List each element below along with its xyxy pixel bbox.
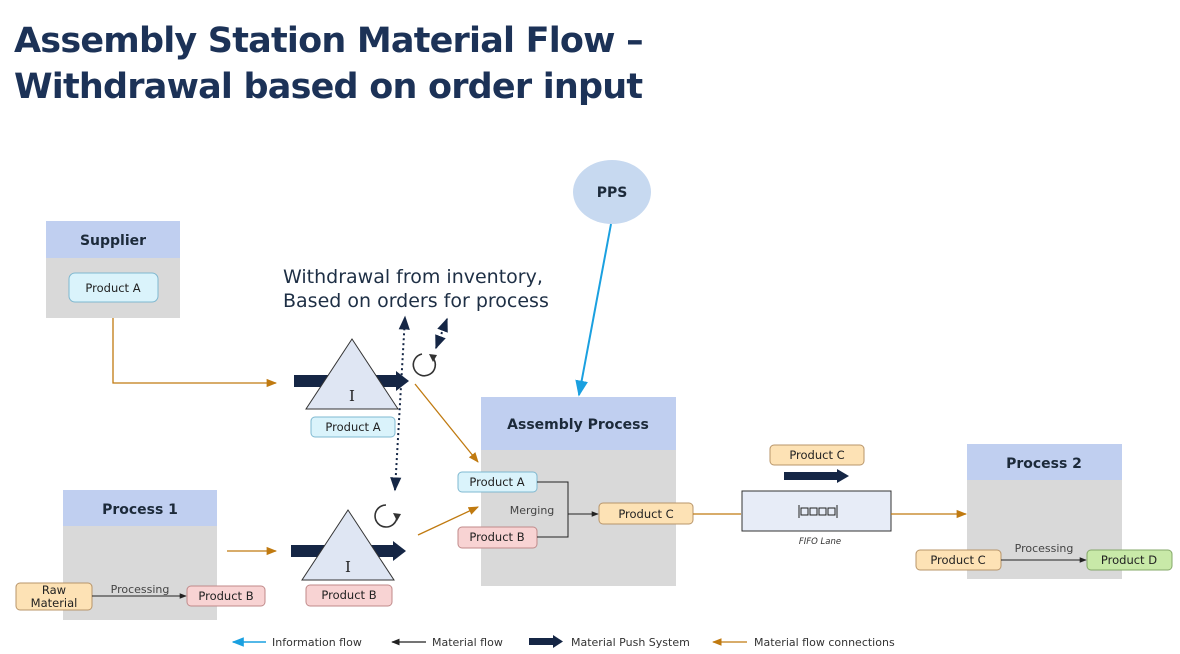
- process-1-product-label: Product B: [198, 589, 253, 603]
- fifo-product-label: Product C: [789, 448, 844, 462]
- page-title-line-2: Withdrawal based on order input: [14, 67, 643, 107]
- inventory-symbol-bottom: I: [345, 558, 351, 576]
- legend-connections-label: Material flow connections: [754, 636, 895, 649]
- merge-bracket: [537, 481, 569, 538]
- inventory-bottom-connection-arrow: [417, 506, 479, 536]
- inventory-bottom-product-label: Product B: [321, 588, 376, 602]
- legend-material-flow-label: Material flow: [432, 636, 503, 649]
- fifo-lane-icon: [798, 505, 838, 518]
- process-2-title: Process 2: [1006, 456, 1082, 472]
- legend-push-swatch-head: [553, 635, 563, 648]
- fifo-push-arrow-head: [837, 469, 849, 483]
- process-1-product-tag: [186, 585, 266, 607]
- page-title: Assembly Station Material Flow – Withdra…: [14, 18, 644, 110]
- legend: Information flow Material flow Material …: [231, 635, 895, 649]
- inventory-triangle-top: [305, 338, 399, 410]
- supplier-connection-arrow: [112, 318, 278, 388]
- cycle-icon: [374, 504, 401, 528]
- pps-node: PPS: [573, 160, 651, 224]
- fifo-product-tag: [769, 444, 865, 466]
- supplier-title: Supplier: [80, 233, 146, 249]
- pps-label: PPS: [597, 185, 628, 201]
- raw-material-label-line-1: Raw: [42, 583, 66, 597]
- fifo-lane: Product C FIFO Lane: [741, 444, 892, 547]
- inventory-top-product-label: Product A: [325, 420, 380, 434]
- inventory-top: I Product A: [294, 338, 409, 438]
- inventory-bottom: I Product B: [291, 509, 406, 607]
- assembly-output-label: Product C: [618, 507, 673, 521]
- inventory-triangle-bottom: [301, 509, 395, 581]
- fifo-push-arrow-shaft: [784, 472, 838, 480]
- withdrawal-signal-line: [390, 315, 410, 492]
- supplier-product-label: Product A: [85, 281, 140, 295]
- withdrawal-signal-line: [435, 317, 448, 350]
- info-flow-arrow: [575, 223, 612, 397]
- push-arrow-bottom-head: [393, 541, 406, 561]
- withdrawal-note-line-1: Withdrawal from inventory,: [283, 266, 543, 288]
- process-1-title: Process 1: [102, 502, 178, 518]
- process-2-input-label: Product C: [930, 553, 985, 567]
- assembly-process-title: Assembly Process: [507, 417, 649, 433]
- supplier-product-tag: [68, 272, 159, 303]
- supplier-box: Supplier Product A: [46, 221, 180, 318]
- inventory-symbol-top: I: [349, 387, 355, 405]
- inventory-bottom-product-tag: [305, 584, 393, 607]
- withdrawal-note-line-2: Based on orders for process: [283, 290, 549, 312]
- legend-push-label: Material Push System: [571, 636, 690, 649]
- page-title-line-1: Assembly Station Material Flow –: [14, 21, 644, 61]
- process-1-step-label: Processing: [111, 583, 170, 596]
- cycle-icon: [412, 353, 437, 377]
- process-2-output-tag: [1086, 549, 1173, 571]
- inventory-top-connection-arrow: [414, 383, 479, 463]
- assembly-input-a-label: Product A: [469, 475, 524, 489]
- process-2-step-label: Processing: [1015, 542, 1074, 555]
- assembly-step-label: Merging: [510, 504, 555, 517]
- raw-material-label-line-2: Material: [31, 596, 78, 610]
- process-2-output-label: Product D: [1101, 553, 1157, 567]
- assembly-input-b-label: Product B: [469, 530, 524, 544]
- legend-push-swatch-shaft: [529, 638, 554, 645]
- legend-info-flow-label: Information flow: [272, 636, 362, 649]
- fifo-lane-label: FIFO Lane: [799, 537, 841, 547]
